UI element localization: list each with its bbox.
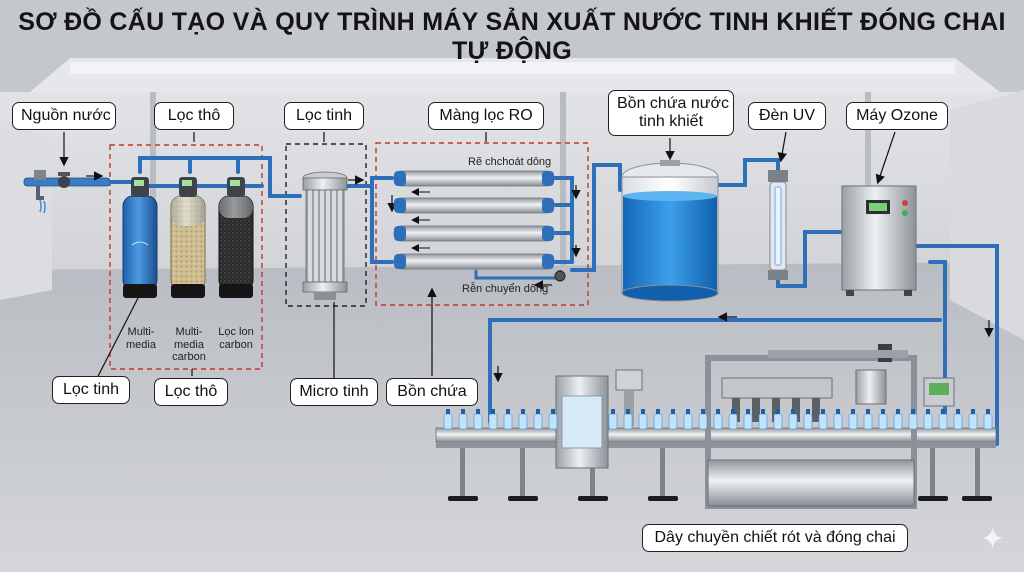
ion-carbon-filter-tank <box>218 177 254 298</box>
bottle <box>923 409 933 430</box>
micro-filter-dashed-box <box>285 143 367 307</box>
ro-dashed-box <box>375 142 589 306</box>
label-bon-chua-nuoc-line2: tinh khiết <box>638 112 704 130</box>
bottle <box>623 409 633 430</box>
label-loc-tinh-top: Lọc tinh <box>284 102 364 130</box>
bottle <box>518 409 528 430</box>
diagram-title: SƠ ĐỒ CẤU TẠO VÀ QUY TRÌNH MÁY SẢN XUẤT … <box>18 8 1006 65</box>
pre-filter-dashed-box <box>109 144 263 370</box>
bottle <box>683 409 693 430</box>
bottle <box>458 409 468 430</box>
ro-caption-top: Rẽ chchoát dông <box>468 156 552 168</box>
back-wall <box>0 92 1024 300</box>
bottle <box>533 409 543 430</box>
label-loc-tinh-bottom: Lọc tinh <box>52 376 130 404</box>
label-bon-chua-nuoc: Bồn chứa nước tinh khiết <box>608 90 734 136</box>
bottle <box>908 409 918 430</box>
uv-lamp <box>768 170 788 280</box>
bottle <box>773 409 783 430</box>
filling-capping-machine <box>705 344 955 509</box>
bottle <box>818 409 828 430</box>
bottle <box>473 409 483 430</box>
label-micro-tinh: Micro tinh <box>290 378 378 406</box>
bottle <box>983 409 993 430</box>
label-may-ozone: Máy Ozone <box>846 102 948 130</box>
label-loc-tho-bottom: Lọc thô <box>154 378 228 406</box>
bottle <box>893 409 903 430</box>
pure-water-tank <box>621 160 719 302</box>
ro-membranes <box>393 170 566 282</box>
bottle <box>653 409 663 430</box>
valve-icon <box>58 176 70 188</box>
rinsing-cabinet <box>555 369 643 469</box>
bottle <box>803 409 813 430</box>
label-den-uv: Đèn UV <box>748 102 826 130</box>
bottle <box>668 409 678 430</box>
sparkle-icon: ✦ <box>980 523 1006 556</box>
bottle <box>503 409 513 430</box>
ro-caption-bottom: Rễn chuyển dông <box>462 283 549 295</box>
flow-arrows <box>86 171 994 383</box>
bottle <box>938 409 948 430</box>
caption-multimedia-line2: media <box>126 338 156 351</box>
multimedia-filter-tank <box>122 177 158 298</box>
bottle <box>788 409 798 430</box>
multimedia-carbon-filter-tank <box>170 177 206 298</box>
caption-ion-carbon-line2: carbon <box>219 338 253 351</box>
caption-mm-carbon: Multi- media carbon <box>166 326 212 364</box>
bottle <box>833 409 843 430</box>
ozone-machine <box>841 185 917 296</box>
label-mang-loc-ro: Màng lọc RO <box>428 102 544 130</box>
label-bon-chua: Bồn chứa <box>386 378 478 406</box>
label-nguon-nuoc: Nguồn nước <box>12 102 116 130</box>
bottle <box>638 409 648 430</box>
caption-multimedia: Multi- media <box>118 326 164 351</box>
bottle <box>728 409 738 430</box>
label-loc-tho-top: Lọc thô <box>154 102 234 130</box>
bottle <box>443 409 453 430</box>
bottle <box>608 409 618 430</box>
caption-ion-carbon: Lọc lon carbon <box>212 326 260 351</box>
faucet-icon <box>36 186 44 200</box>
bottle <box>698 409 708 430</box>
bottle <box>863 409 873 430</box>
bottle <box>878 409 888 430</box>
micro-filter-housing <box>302 171 348 300</box>
caption-multimedia-line1: Multi- <box>127 326 155 338</box>
label-day-chuyen: Dây chuyền chiết rót và đóng chai <box>642 524 908 552</box>
bottle <box>548 409 558 430</box>
bottle <box>968 409 978 430</box>
bottle <box>743 409 753 430</box>
bottle <box>488 409 498 430</box>
right-wall <box>950 90 1024 340</box>
left-wall <box>0 120 52 300</box>
bottles-row <box>443 409 993 430</box>
caption-mm-carbon-line3: carbon <box>172 351 206 364</box>
caption-mm-carbon-line1: Multi- <box>175 326 203 338</box>
label-bon-chua-nuoc-line1: Bồn chứa nước <box>617 95 729 112</box>
bottle <box>758 409 768 430</box>
caption-mm-carbon-line2: media <box>174 338 204 351</box>
caption-ion-carbon-line1: Lọc lon <box>218 326 254 338</box>
bottle <box>848 409 858 430</box>
bottle <box>713 409 723 430</box>
bottle <box>953 409 963 430</box>
